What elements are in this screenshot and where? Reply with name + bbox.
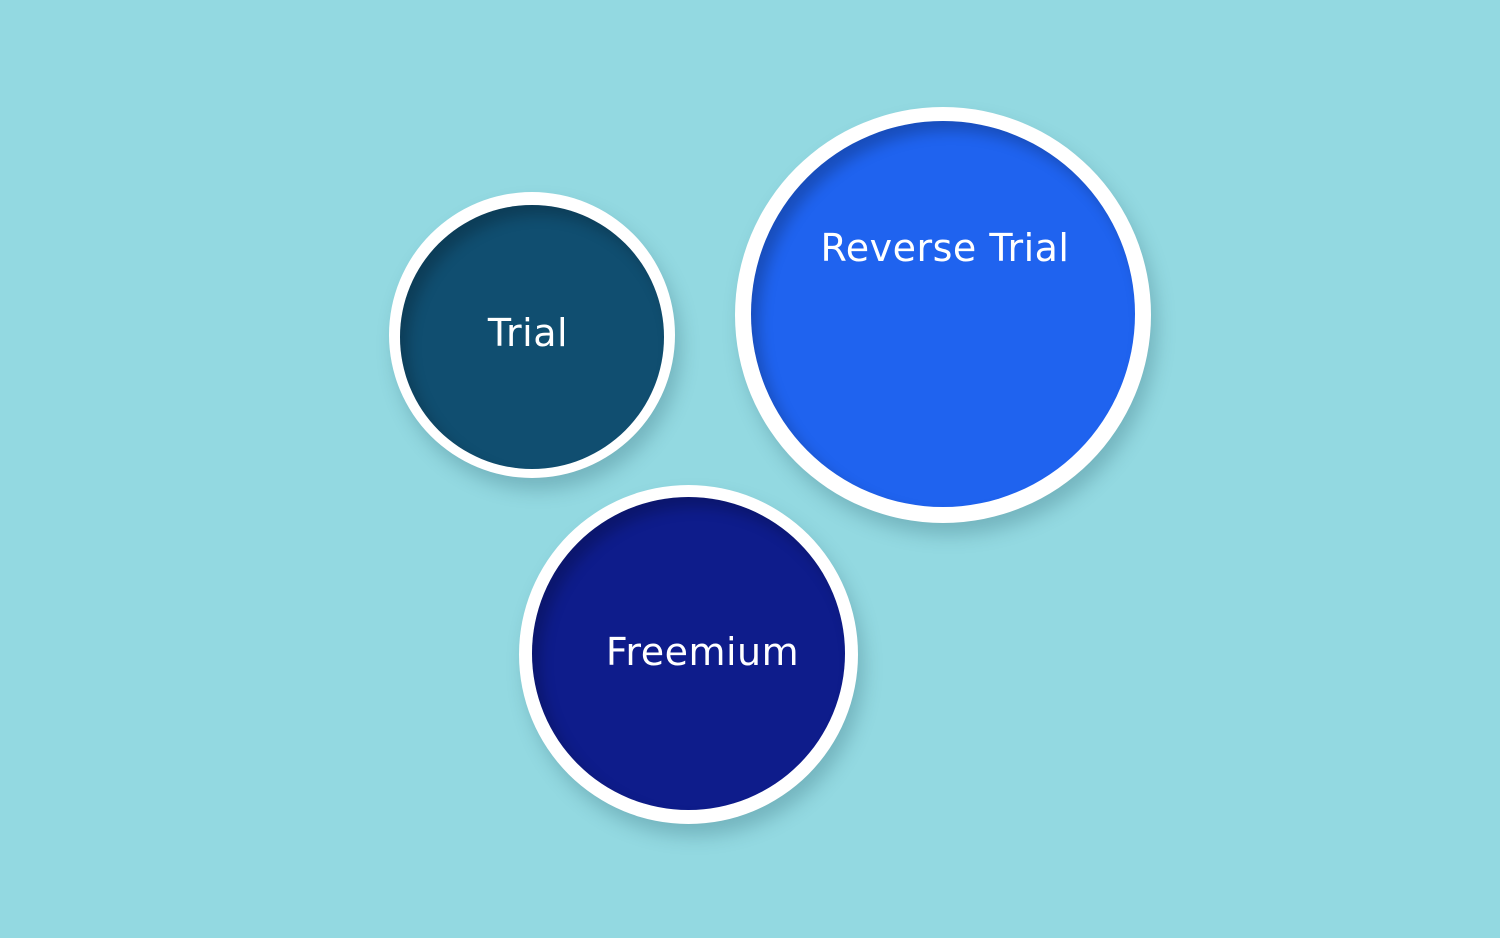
trial-label: Trial [487,311,569,355]
trial-circle: Trial [400,205,664,469]
reverse-trial-circle: Reverse Trial [751,121,1135,507]
reverse-trial-bubble: Reverse Trial [735,107,1151,523]
freemium-label: Freemium [605,629,800,674]
freemium-circle: Freemium [532,497,845,810]
trial-bubble: Trial [389,192,675,478]
freemium-bubble: Freemium [519,485,858,824]
reverse-trial-label: Reverse Trial [820,226,1070,270]
